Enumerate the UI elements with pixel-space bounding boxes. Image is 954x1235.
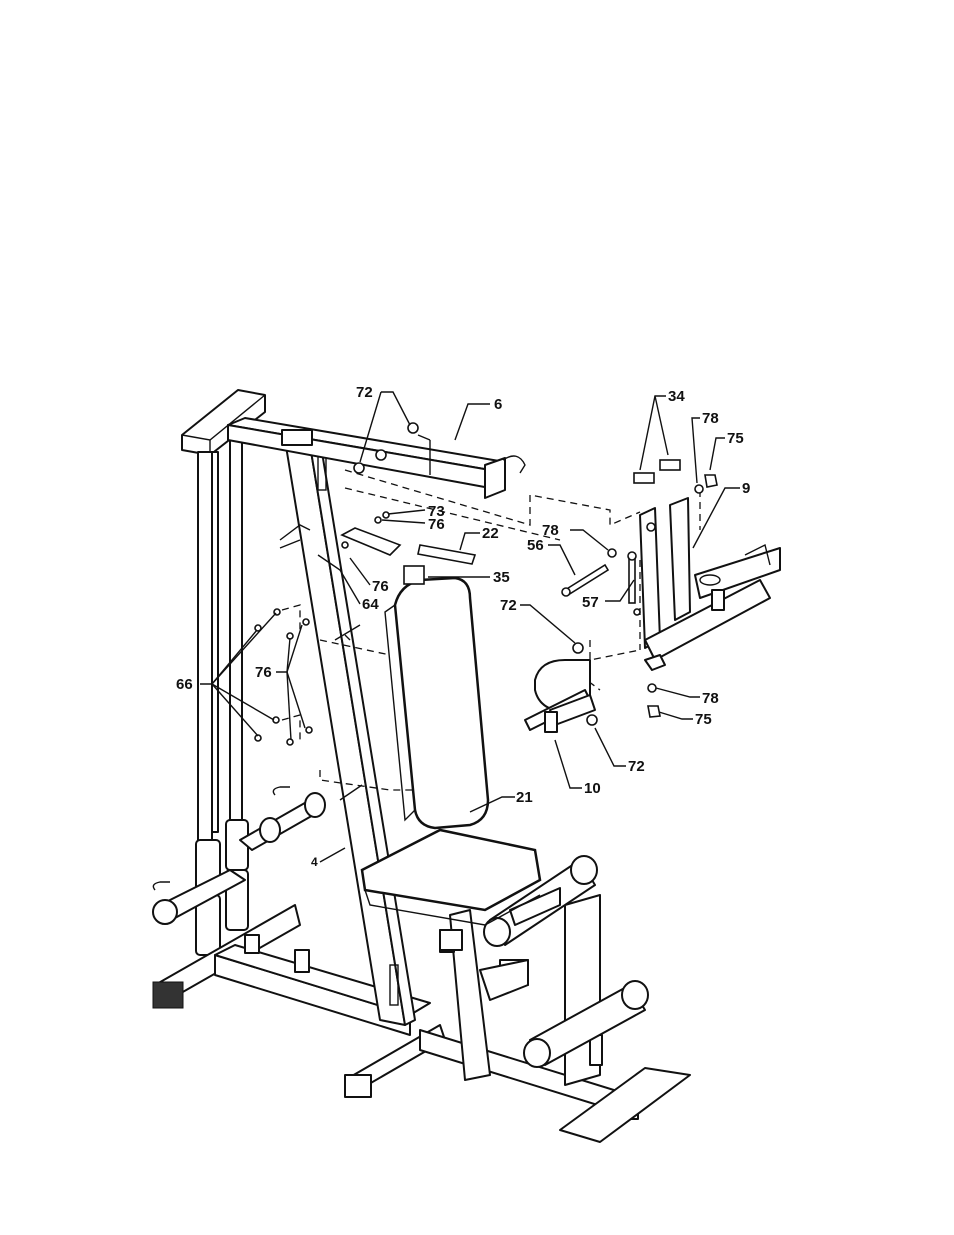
label-10: 10 [584, 780, 601, 797]
label-78-mid: 78 [542, 522, 559, 539]
seat-brackets [279, 524, 363, 801]
arm-frame [639, 497, 781, 671]
part-labels: 72 6 34 78 75 9 73 76 22 78 56 76 35 57 … [176, 384, 750, 869]
hardware [254, 422, 718, 746]
label-9: 9 [742, 480, 750, 497]
label-34: 34 [668, 388, 685, 405]
back-pad [384, 576, 490, 830]
label-75-bottom: 75 [695, 711, 712, 728]
label-57: 57 [582, 594, 599, 611]
label-6: 6 [494, 396, 502, 413]
label-4: 4 [311, 855, 318, 869]
seat-pad [360, 828, 542, 951]
label-66: 66 [176, 676, 193, 693]
label-75-top: 75 [727, 430, 744, 447]
label-78-top: 78 [702, 410, 719, 427]
base-frame [152, 855, 691, 1143]
label-64: 64 [362, 596, 379, 613]
label-72-top: 72 [356, 384, 373, 401]
label-22: 22 [482, 525, 499, 542]
assembly-dash-lines [281, 469, 701, 791]
label-56: 56 [527, 537, 544, 554]
guide-rod-assembly [152, 389, 326, 956]
label-72-mid: 72 [500, 597, 517, 614]
label-21: 21 [516, 789, 533, 806]
top-beam [227, 417, 526, 499]
leader-lines [200, 391, 740, 863]
label-73: 73 [428, 503, 445, 520]
label-78-bottom: 78 [702, 690, 719, 707]
label-76-upper: 76 [428, 516, 445, 533]
label-72-bottom: 72 [628, 758, 645, 775]
label-76-mid: 76 [372, 578, 389, 595]
roller-holder [524, 659, 596, 733]
label-35: 35 [493, 569, 510, 586]
label-76-left: 76 [255, 664, 272, 681]
